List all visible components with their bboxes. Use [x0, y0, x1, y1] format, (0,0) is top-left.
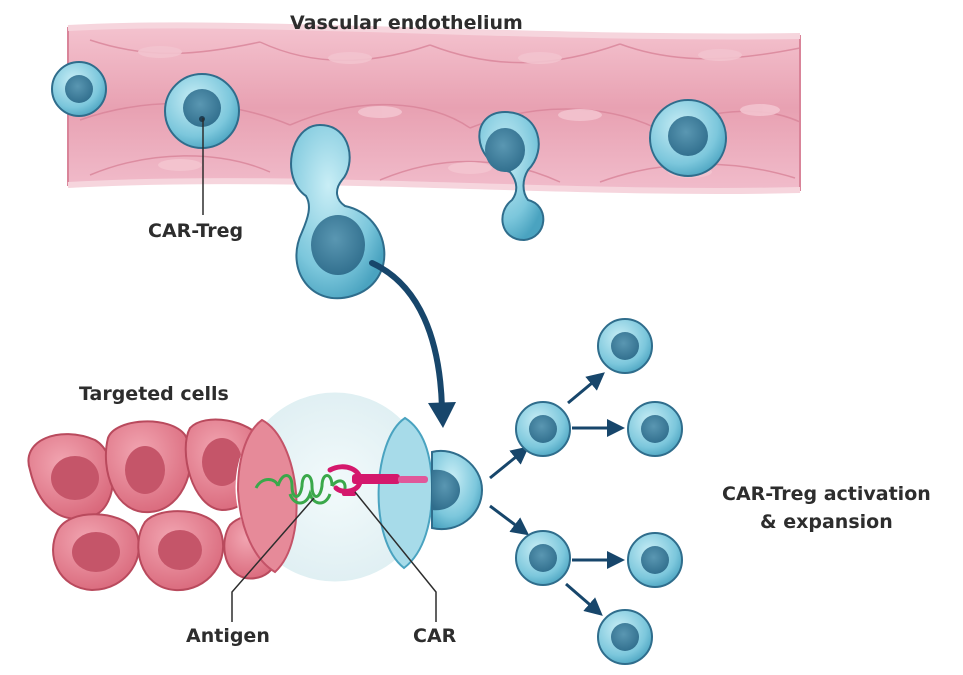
antigen-label: Antigen [186, 625, 270, 647]
target-cell [137, 510, 225, 592]
expanded-treg-cell [597, 318, 653, 374]
targeted-cells-label: Targeted cells [79, 383, 229, 405]
expansion-arrows [489, 372, 625, 616]
vascular-endothelium-label: Vascular endothelium [290, 12, 523, 34]
vessel-bottom-edge [67, 178, 801, 194]
zoom-inset [231, 387, 437, 622]
treg-cell-right [649, 99, 727, 177]
expanded-treg-cell [597, 609, 653, 665]
car-molecule [327, 464, 428, 496]
vessel-top-edge [67, 22, 801, 40]
antigen-callout-line [231, 497, 315, 622]
activation-label-line2: & expansion [760, 511, 893, 533]
car-label: CAR [413, 625, 457, 647]
treg-cell-outside [51, 61, 107, 117]
expanded-treg-cell [515, 401, 571, 457]
activated-treg-cell [431, 449, 484, 531]
activation-label-line1: CAR-Treg activation [722, 483, 931, 505]
expanded-treg-cell [627, 401, 683, 457]
treg-cell-extravasating-small [478, 110, 545, 242]
car-callout-line [354, 491, 437, 622]
expanded-treg-cell [627, 532, 683, 588]
car-treg-label: CAR-Treg [148, 220, 244, 242]
target-cell [104, 420, 192, 514]
expanded-treg-cell [515, 530, 571, 586]
zoom-treg-membrane [377, 416, 434, 570]
target-cell [52, 513, 140, 592]
target-cell [27, 433, 114, 520]
treg-cell-extravasating-large [290, 123, 386, 300]
migration-arrow [369, 260, 456, 428]
activation-expansion-label: CAR-Treg activation & expansion [722, 480, 931, 536]
treg-cell-labeled [164, 73, 240, 149]
